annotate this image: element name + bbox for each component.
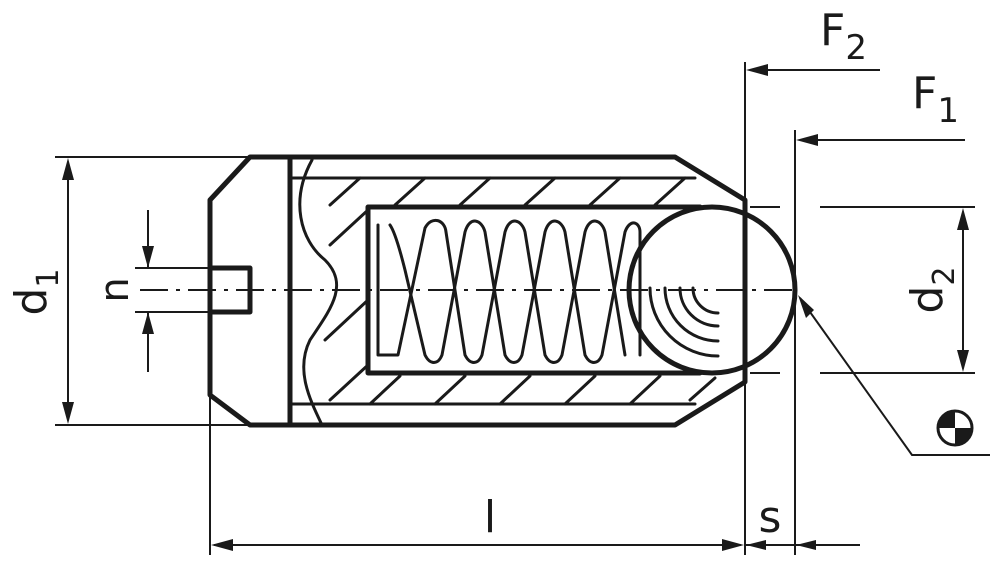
dimension-n <box>135 210 210 372</box>
label-d1-sub: 1 <box>31 268 66 287</box>
force-f2 <box>744 62 880 200</box>
label-d2-main: d <box>902 286 953 314</box>
break-line <box>298 158 339 427</box>
label-d1-main: d <box>6 288 57 316</box>
label-d1: d1 <box>6 268 66 315</box>
label-f2: F2 <box>820 5 867 68</box>
compression-spring <box>376 218 642 364</box>
label-d2: d2 <box>902 266 962 313</box>
label-f2-sub: 2 <box>845 28 867 68</box>
label-l: l <box>484 492 496 543</box>
projection-leader <box>798 295 990 456</box>
label-s: s <box>759 492 782 543</box>
dimension-d2 <box>750 206 975 374</box>
label-n: n <box>92 277 138 302</box>
label-f2-main: F <box>820 5 845 56</box>
label-f1-sub: 1 <box>937 91 959 131</box>
section-hatching <box>323 176 717 406</box>
label-f1: F1 <box>912 68 959 131</box>
label-d2-sub: 2 <box>927 266 962 285</box>
label-f1-main: F <box>912 68 937 119</box>
dimension-d1 <box>55 156 290 426</box>
first-angle-projection-symbol-icon <box>936 409 974 447</box>
dimension-l <box>209 382 746 555</box>
dimension-s <box>745 540 860 550</box>
force-f1 <box>794 130 965 555</box>
